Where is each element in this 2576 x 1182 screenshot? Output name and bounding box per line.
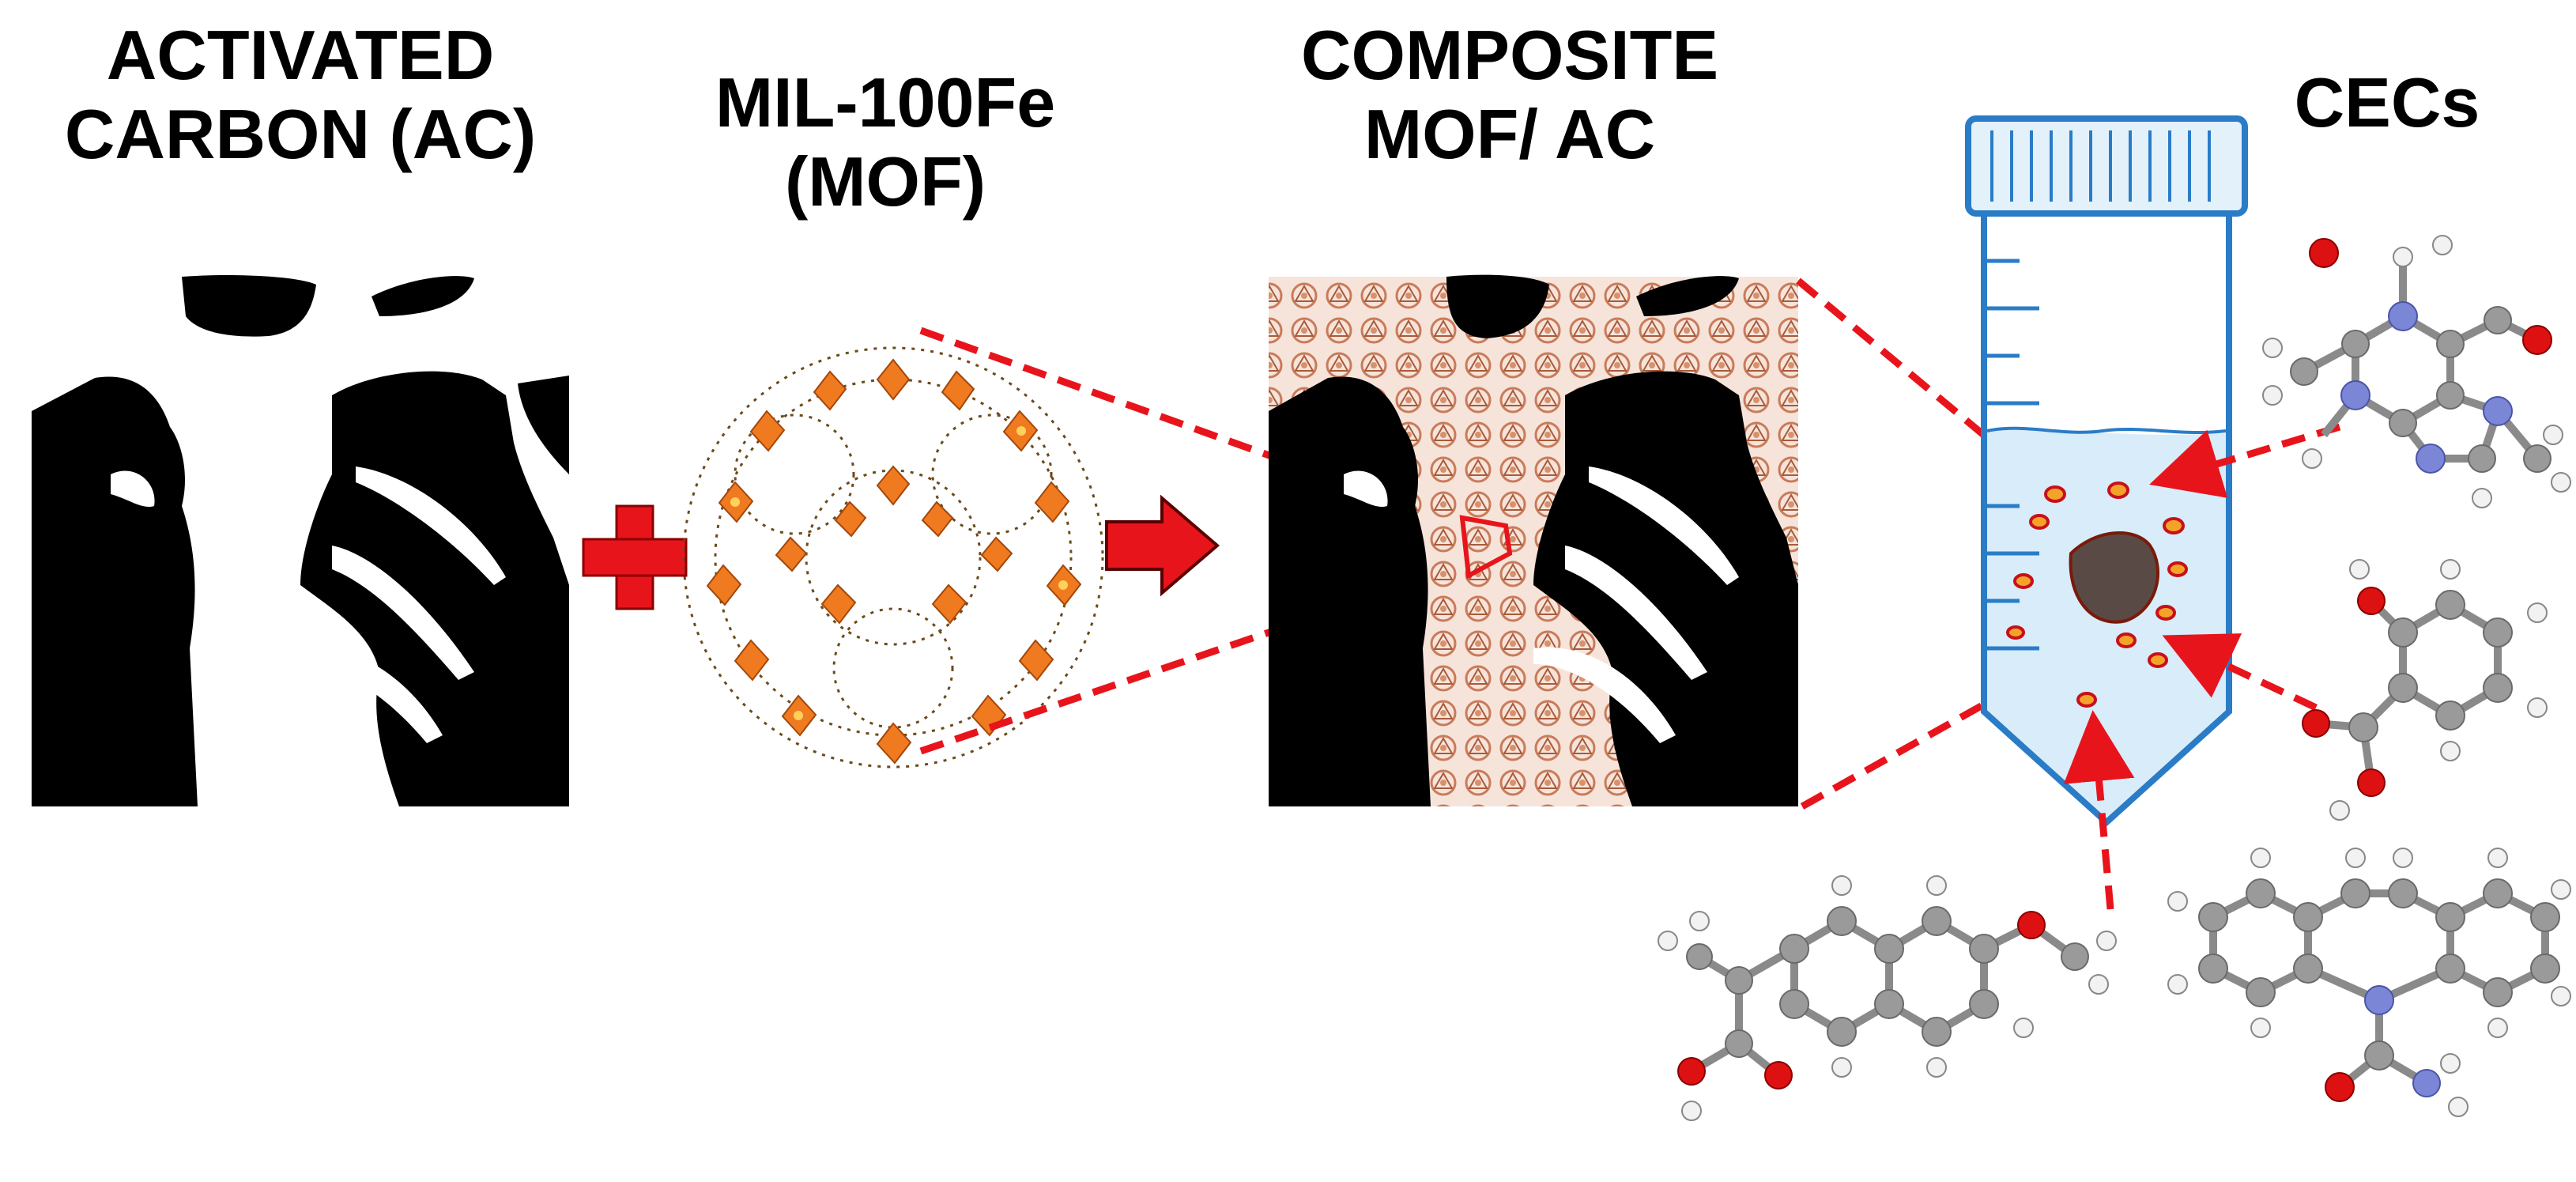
activated-carbon-title: ACTIVATED CARBON (AC) <box>16 16 585 174</box>
composite-title-line1: COMPOSITE <box>1300 16 1719 94</box>
right-arrow-icon <box>1105 494 1220 597</box>
composite-image <box>1269 274 1798 806</box>
composite-title: COMPOSITE MOF/ AC <box>1225 16 1794 174</box>
plus-icon <box>582 504 688 610</box>
activated-carbon-title-line1: ACTIVATED <box>106 16 495 94</box>
activated-carbon-title-line2: CARBON (AC) <box>64 95 537 173</box>
caffeine-molecule-image <box>2262 235 2571 508</box>
mof-title-line1: MIL-100Fe <box>715 63 1056 142</box>
salicylic-acid-molecule-image <box>2302 559 2548 821</box>
cecs-title: CECs <box>2294 63 2480 142</box>
carbamazepine-molecule-image <box>2167 848 2571 1117</box>
molecule-to-tube-arrows <box>2063 423 2341 910</box>
mof-title: MIL-100Fe (MOF) <box>648 63 1122 221</box>
centrifuge-tube-icon <box>1965 115 2248 827</box>
activated-carbon-image <box>32 275 569 806</box>
mof-structure-image <box>682 346 1104 768</box>
mof-title-line2: (MOF) <box>784 142 986 221</box>
naproxen-molecule-image <box>1658 875 2117 1121</box>
composite-title-line2: MOF/ AC <box>1363 95 1656 173</box>
zoom-callout-icon <box>919 327 1456 755</box>
